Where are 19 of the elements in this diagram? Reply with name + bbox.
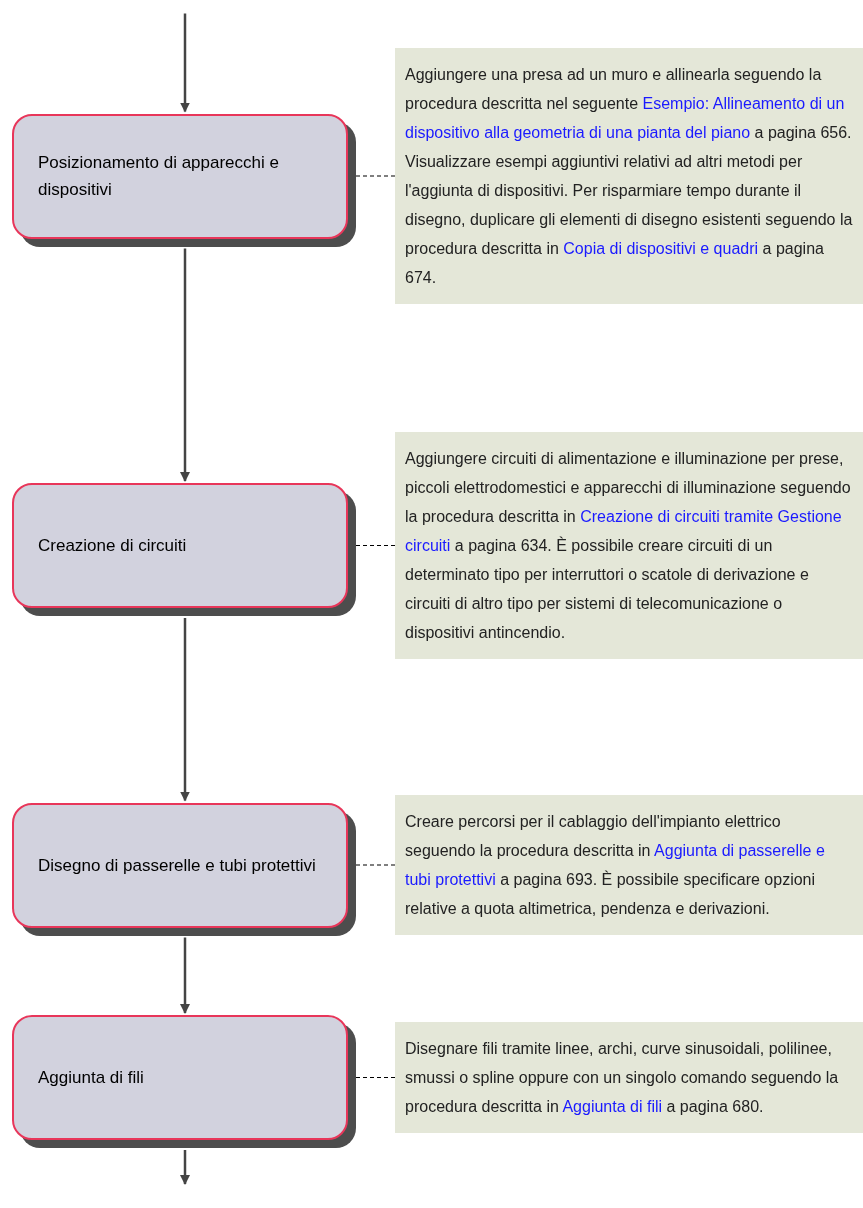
arrow <box>180 248 190 482</box>
description-text: Aggiungere circuiti di alimentazione e illuminazione per prese, piccoli elettrodomestici e apparecchi di illuminazione seguendo la procedura descritta in Creazione di circuiti tramite Gestione circuiti a pagina 634. È possibile creare circuiti di un determinato tipo per interruttori o scatole di derivazione e circuiti di altro tipo per sistemi di telecomunicazione o dispositivi antincendio. <box>405 449 852 643</box>
note-panel <box>395 432 863 659</box>
arrow <box>180 937 190 1014</box>
arrow <box>180 1150 190 1185</box>
description-text: Disegnare fili tramite linee, archi, curve sinusoidali, polilinee, smussi o spline oppure con un singolo comando seguendo la procedura descritta in Aggiunta di fili a pagina 680. <box>405 1039 840 1117</box>
dashed-connector <box>355 864 396 866</box>
link: Aggiunta di fili <box>562 1098 663 1115</box>
arrow <box>180 13 190 113</box>
link: Copia di dispositivi e quadri <box>563 240 759 257</box>
dashed-connector <box>355 1076 396 1079</box>
note-panel <box>395 1022 863 1133</box>
dashed-connector <box>355 544 396 547</box>
description-text: Creare percorsi per il cablaggio dell'impianto elettrico seguendo la procedura descritta in Aggiunta di passerelle e tubi protettivi a pagina 693. È possibile specificare opzioni relative a quota altimetrica, pendenza e derivazioni. <box>405 812 826 919</box>
description-text: Aggiungere una presa ad un muro e allinearla seguendo la procedura descritta nel seguente Esempio: Allineamento di un dispositivo alla geometria di una pianta del piano a pagina 656. Visualizzare esempi aggiuntivi relativi ad altri metodi per l'aggiunta di dispositivi. Per risparmiare tempo durante il disegno, duplicare gli elementi di disegno esistenti seguendo la procedura descritta in Copia di dispositivi e quadri a pagina 674. <box>405 65 853 288</box>
note-panel <box>395 48 863 304</box>
note-panel <box>395 795 863 935</box>
arrow <box>180 618 190 802</box>
dashed-connector <box>355 175 396 177</box>
